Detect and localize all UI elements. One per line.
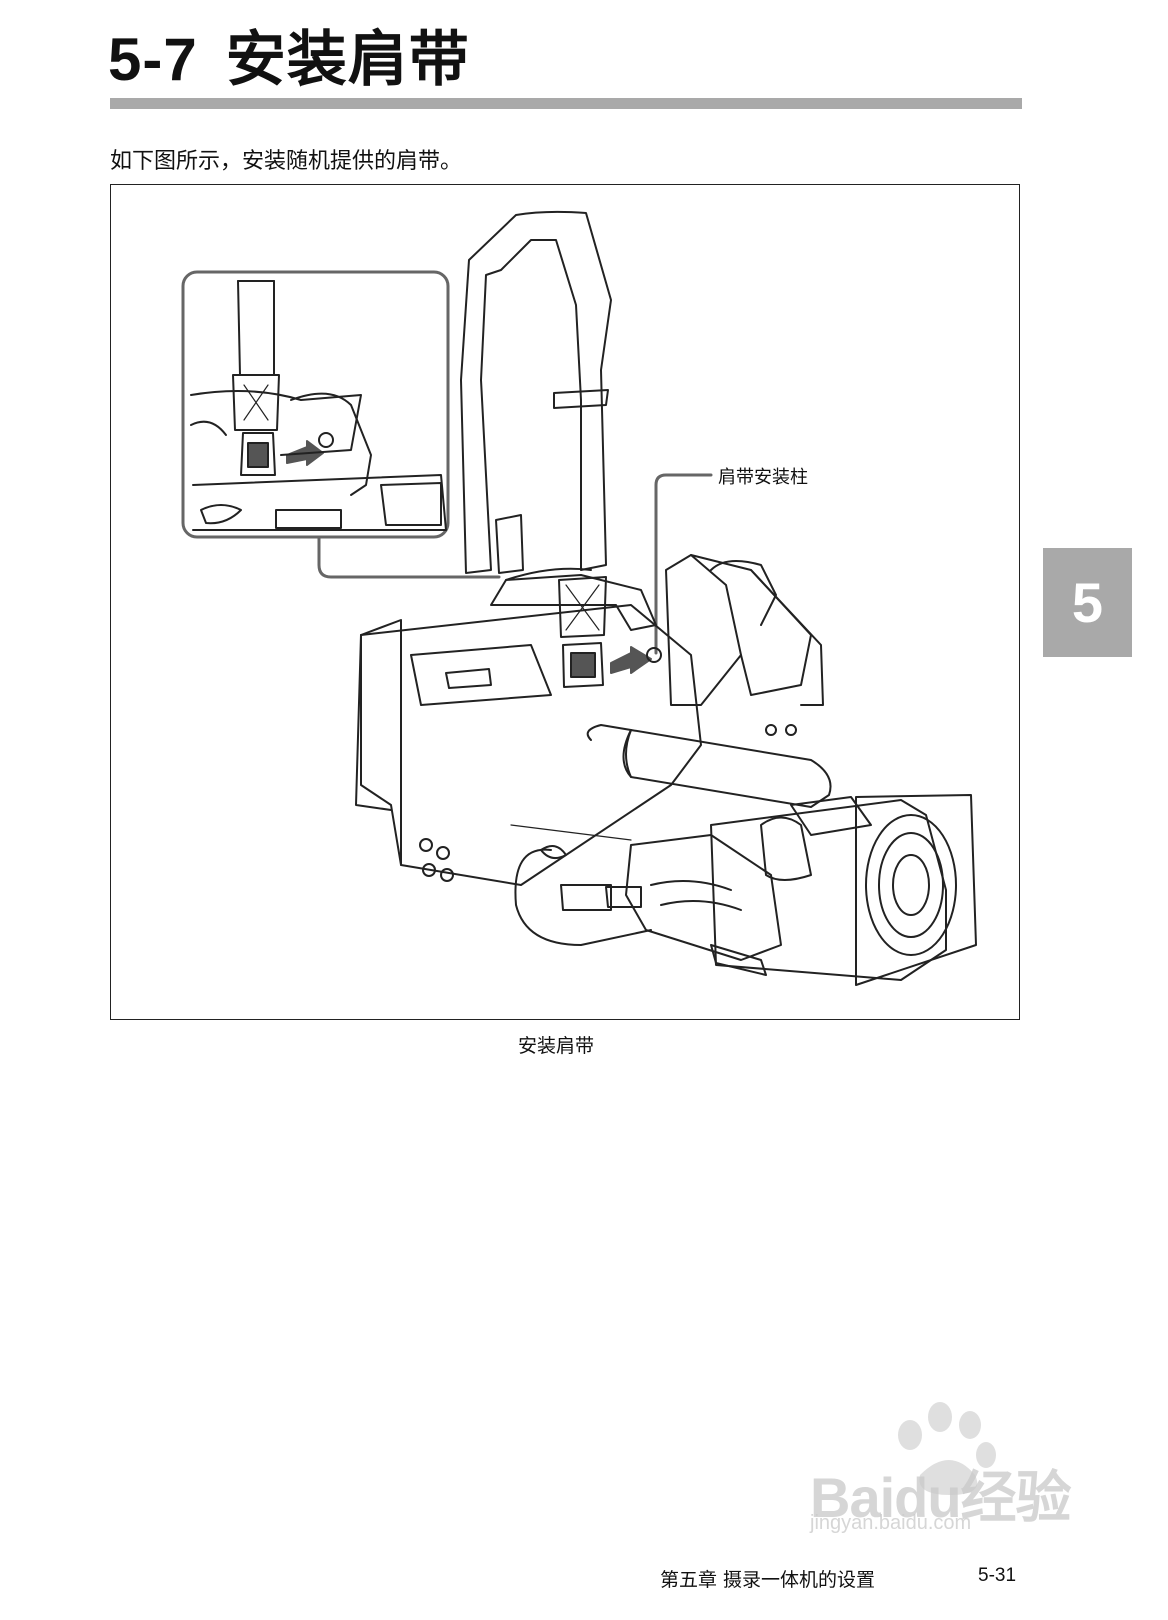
title-rule	[110, 98, 1022, 109]
chapter-tab: 5	[1043, 548, 1132, 657]
camera-body	[355, 567, 702, 886]
watermark-brand: Baidu经验	[810, 1466, 1072, 1529]
lens	[710, 794, 977, 986]
zoom-grip	[625, 834, 782, 976]
baidu-paw-logo	[898, 1402, 996, 1495]
page-title: 5-7 安装肩带	[108, 22, 470, 98]
intro-text: 如下图所示，安装随机提供的肩带。	[110, 149, 463, 174]
shoulder-strap	[460, 210, 662, 688]
figure-frame	[110, 184, 1020, 1020]
inset-detail	[181, 270, 450, 539]
footer-chapter: 第五章 摄录一体机的设置	[660, 1569, 876, 1591]
strap-post-callout: 肩带安装柱	[718, 467, 808, 488]
camera-illustration	[181, 210, 977, 986]
footer-page-number: 5-31	[978, 1565, 1017, 1586]
watermark-url: jingyan.baidu.com	[810, 1512, 972, 1534]
section-title: 安装肩带	[225, 25, 470, 95]
microphone	[586, 724, 832, 808]
viewfinder	[665, 554, 824, 736]
section-number: 5-7	[108, 26, 198, 93]
figure-caption: 安装肩带	[518, 1035, 595, 1057]
